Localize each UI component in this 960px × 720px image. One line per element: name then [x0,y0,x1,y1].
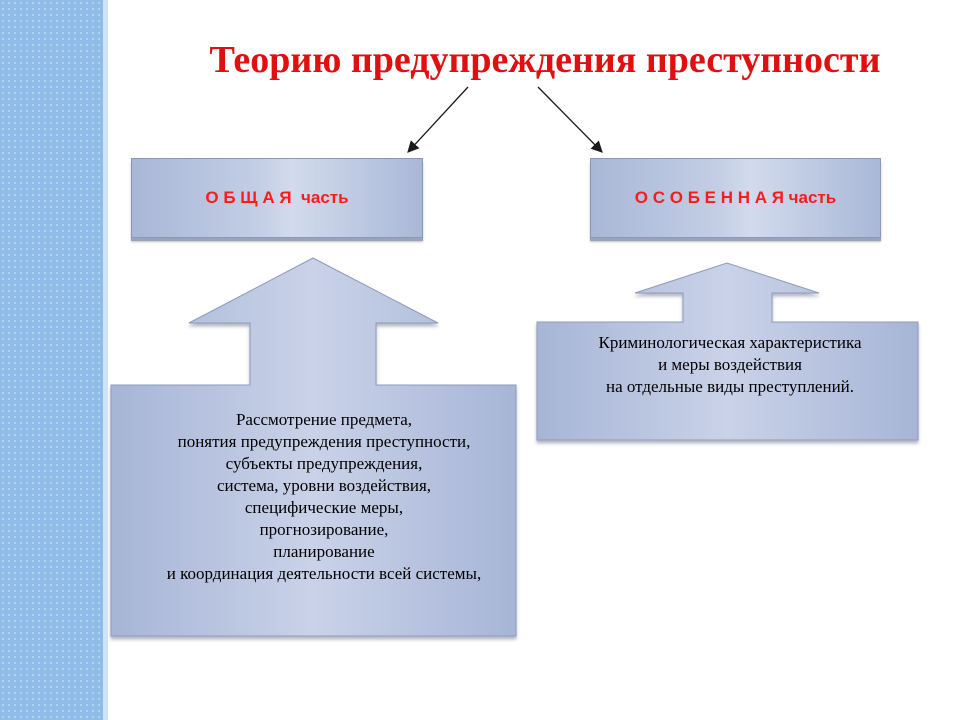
general-content-line: понятия предупреждения преступности, [177,432,471,451]
special-part-content: Криминологическая характеристика и меры … [540,332,920,398]
general-part-label: О Б Щ А Я часть [205,188,349,207]
special-content-line: Криминологическая характеристика [598,333,862,352]
general-content-line: Рассмотрение предмета, [235,410,413,429]
diagram-title: Теорию предупреждения преступности [209,39,881,81]
special-part-box: О С О Б Е Н Н А Я часть [590,158,881,238]
general-content-line: система, уровни воздействия, [216,476,432,495]
general-content-line: и координация деятельности всей системы, [166,564,482,583]
arrow-to-special-part [537,86,603,153]
general-content-line: прогнозирование, [259,520,389,539]
general-content-line: планирование [273,542,375,561]
general-up-arrow-callout [110,257,517,637]
special-content-line: и меры воздействия [658,355,802,374]
decorative-side-band [0,0,103,720]
special-part-label: О С О Б Е Н Н А Я часть [634,188,837,207]
side-band-edge [103,0,108,720]
general-content-line: субъекты предупреждения, [225,454,423,473]
general-content-line: специфические меры, [244,498,404,517]
arrow-to-general-part [407,86,469,153]
general-part-content: Рассмотрение предмета, понятия предупреж… [110,409,538,585]
special-up-arrow-callout [536,262,919,441]
special-content-line: на отдельные виды преступлений. [605,377,855,396]
general-part-box: О Б Щ А Я часть [131,158,423,238]
